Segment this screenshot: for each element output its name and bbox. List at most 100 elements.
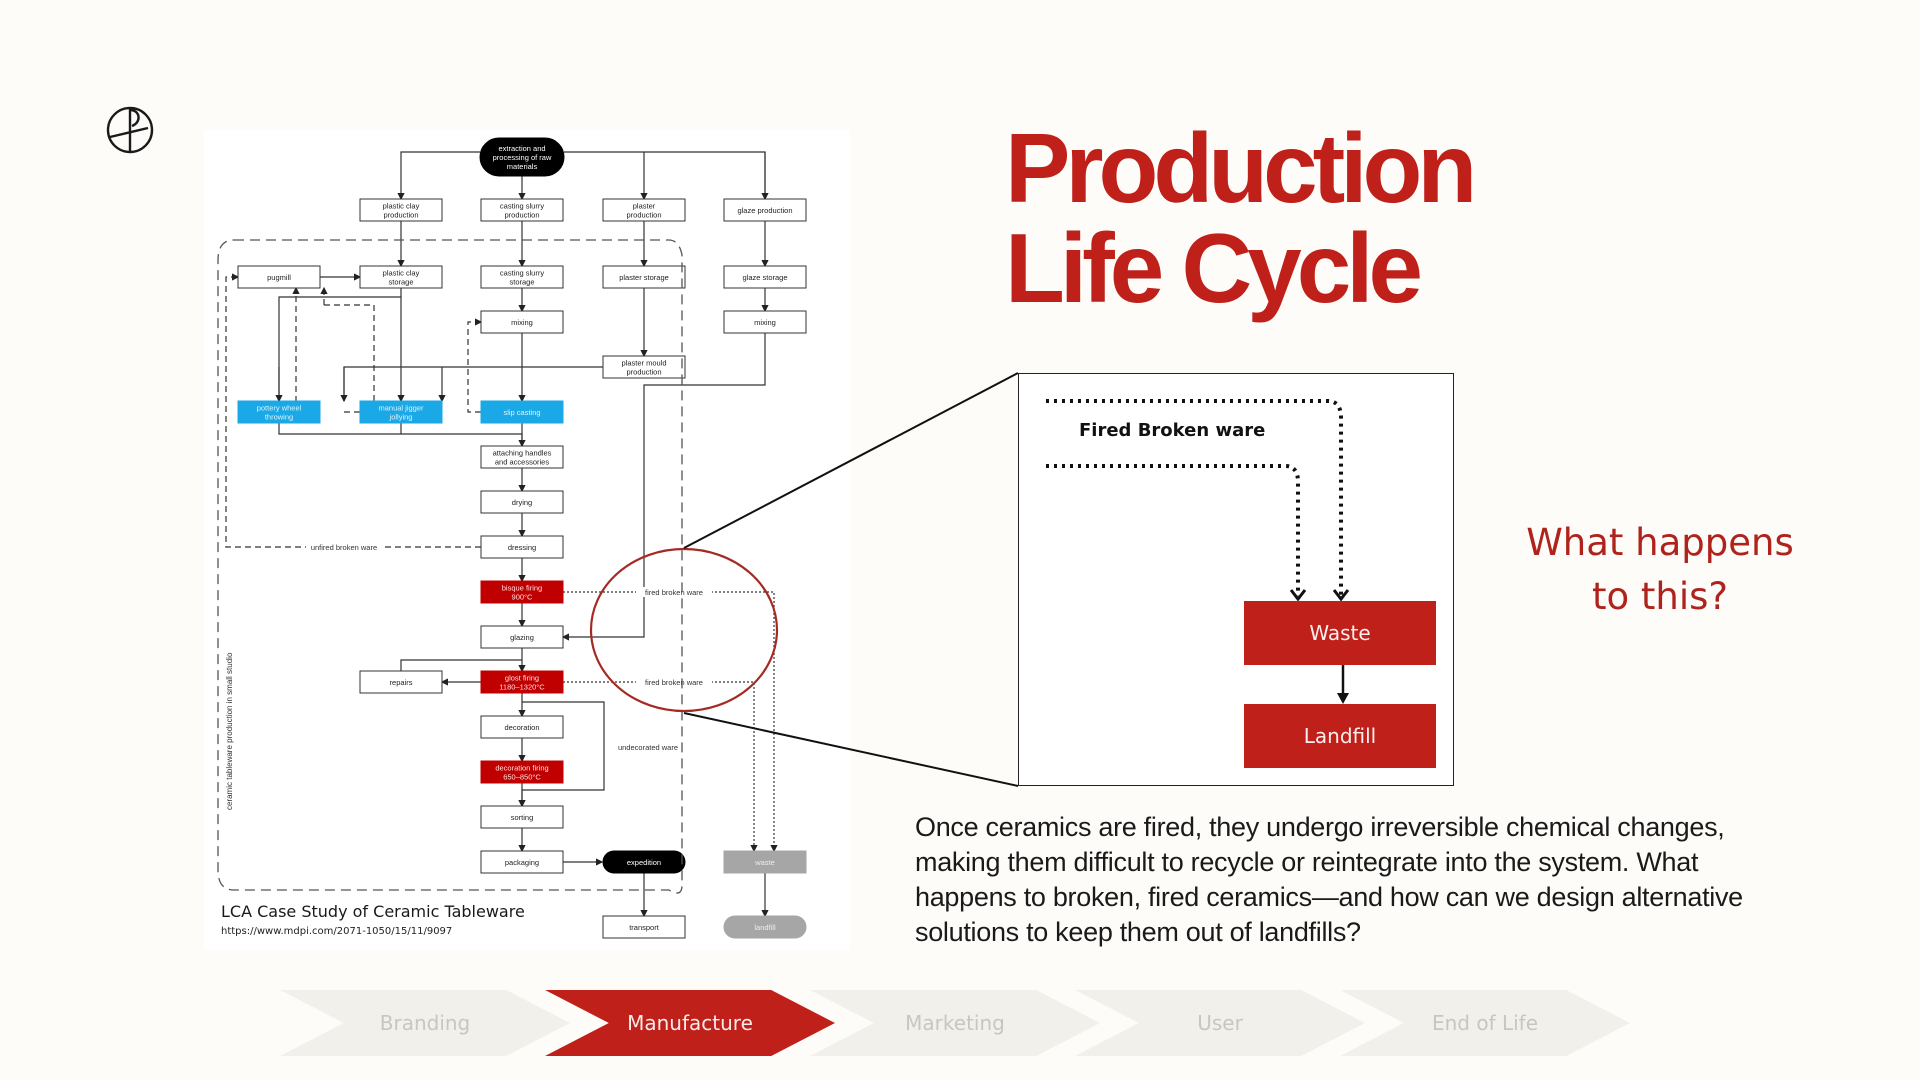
caption-title: LCA Case Study of Ceramic Tableware (221, 902, 525, 921)
flow-node-label: casting slurry (500, 202, 544, 211)
flow-node-label: sorting (511, 813, 534, 822)
flow-node-label: storage (388, 278, 413, 287)
step-manufacture[interactable]: Manufacture (545, 990, 835, 1056)
flow-node-packaging: packaging (480, 850, 564, 874)
flow-node-label: waste (754, 858, 775, 867)
step-label: Manufacture (627, 1011, 753, 1035)
flow-edge (561, 530, 645, 641)
flow-node-label: processing of raw (493, 153, 552, 162)
page-title: Production Life Cycle (1005, 118, 1477, 323)
step-user[interactable]: User (1075, 990, 1365, 1056)
edge-label-unfired: unfired broken ware (311, 543, 377, 552)
step-label: Marketing (905, 1011, 1005, 1035)
question-text: What happens to this? (1500, 516, 1820, 624)
flow-edge (343, 366, 603, 401)
flow-edge (397, 151, 480, 201)
flow-node-label: plastic clay (383, 202, 420, 211)
flow-node-label: production (383, 211, 418, 220)
studio-boundary (217, 239, 683, 894)
waste-box: Waste (1244, 601, 1436, 665)
lifecycle-steps-nav: Branding Manufacture Marketing User End … (280, 990, 1650, 1056)
flow-node-label: casting slurry (500, 269, 544, 278)
flow-node-label: drying (512, 498, 532, 507)
flow-node-decoration: decoration (480, 715, 564, 739)
step-branding[interactable]: Branding (280, 990, 570, 1056)
flow-node-label: 650–850°C (503, 773, 541, 782)
body-paragraph: Once ceramics are fired, they undergo ir… (915, 812, 1743, 947)
flow-node-label: mixing (511, 318, 533, 327)
question-line-1: What happens (1526, 521, 1794, 564)
edge-label-undecorated: undecorated ware (618, 743, 678, 752)
flow-node-dressing: dressing (480, 535, 564, 559)
flow-node-glaze-storage: glaze storage (723, 265, 807, 289)
flow-edge (563, 591, 778, 853)
flow-edge (400, 659, 522, 671)
flow-node-label: attaching handles (493, 449, 552, 458)
step-end-of-life[interactable]: End of Life (1340, 990, 1630, 1056)
highlight-circle (589, 547, 779, 713)
step-marketing[interactable]: Marketing (810, 990, 1100, 1056)
flow-node-label: pottery wheel (257, 404, 302, 413)
flow-node-label: production (504, 211, 539, 220)
flow-node-slip-casting: slip casting (480, 400, 564, 424)
flow-node-label: and accessories (495, 458, 549, 467)
flow-node-glazing: glazing (480, 625, 564, 649)
side-label: ceramic tableware production in small st… (225, 652, 234, 810)
title-line-2: Life Cycle (1005, 213, 1423, 323)
flow-node-label: 900°C (512, 593, 534, 602)
caption-url[interactable]: https://www.mdpi.com/2071-1050/15/11/909… (221, 926, 453, 937)
flow-edge (278, 296, 401, 401)
step-label: Branding (379, 1011, 471, 1035)
flow-node-label: storage (509, 278, 534, 287)
step-label: End of Life (1431, 1011, 1539, 1035)
flow-node-glaze-production: glaze production (723, 198, 807, 222)
flow-node-pugmill: pugmill (237, 265, 321, 289)
flow-node-label: materials (507, 162, 538, 171)
flow-node-label: glaze production (737, 206, 792, 215)
flow-node-label: pugmill (267, 273, 291, 282)
flow-node-label: expedition (627, 858, 661, 867)
edge-label-fired2: fired broken ware (645, 678, 703, 687)
flow-node-label: transport (629, 923, 660, 932)
flow-node-label: extraction and (498, 144, 545, 153)
flow-edge (324, 304, 375, 401)
flow-edge (225, 273, 481, 548)
edge-label-fired1: fired broken ware (645, 588, 703, 597)
flow-node-label: jollying (389, 413, 413, 422)
flow-node-label: packaging (505, 858, 539, 867)
flow-node-label: plaster (633, 202, 656, 211)
flow-node-label: manual jigger (378, 404, 424, 413)
flow-edge (564, 151, 766, 199)
flow-node-drying: drying (480, 490, 564, 514)
flow-node-mixing-slurry: mixing (480, 310, 564, 334)
flow-node-label: bisque firing (502, 584, 542, 593)
fired-broken-ware-label: Fired Broken ware (1079, 420, 1266, 441)
flow-node-sorting: sorting (480, 805, 564, 829)
flow-node-landfill: landfill (723, 915, 807, 939)
flow-node-label: decoration (504, 723, 539, 732)
flow-node-mixing-glaze: mixing (723, 310, 807, 334)
flow-node-label: landfill (754, 923, 776, 932)
flow-node-label: mixing (754, 318, 776, 327)
flow-node-label: decoration firing (495, 764, 548, 773)
flow-node-label: plastic clay (383, 269, 420, 278)
flow-node-label: repairs (390, 678, 413, 687)
flow-node-label: plaster storage (619, 273, 669, 282)
flow-node-repairs: repairs (359, 670, 443, 694)
flow-node-label: plaster mould (621, 359, 666, 368)
question-line-2: to this? (1591, 575, 1729, 618)
ab-monogram-logo-icon (106, 106, 154, 154)
flow-node-label: glaze storage (742, 273, 787, 282)
flow-node-label: dressing (508, 543, 536, 552)
